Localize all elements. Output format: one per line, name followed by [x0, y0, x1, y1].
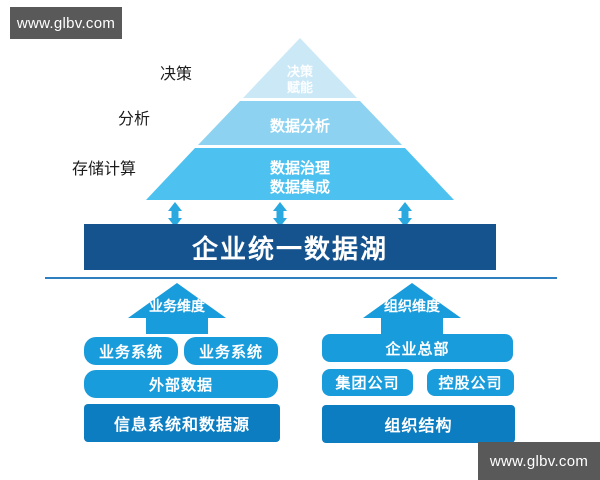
- pyramid-bottom-label-line2: 数据集成: [270, 178, 330, 196]
- pyramid-level-middle: [198, 101, 402, 145]
- pyramid-stage-label-storage-compute: 存储计算: [72, 161, 137, 178]
- pyramid-stage-label-decision: 决策: [160, 66, 193, 83]
- organization-structure-box: 组织结构: [322, 405, 515, 443]
- business-system-box-1: 业务系统: [84, 337, 178, 365]
- business-dimension-arrow: [128, 283, 226, 334]
- enterprise-headquarters-box: 企业总部: [322, 334, 513, 362]
- pyramid-top-label-line2: 赋能: [287, 80, 313, 95]
- divider-line: [45, 277, 557, 279]
- data-lake-bar: 企业统一数据湖: [84, 224, 496, 270]
- pyramid-stage-label-analysis: 分析: [118, 111, 151, 128]
- holding-company-box: 控股公司: [427, 369, 514, 396]
- data-lake-label: 企业统一数据湖: [191, 233, 388, 264]
- watermark-badge-top-left: www.glbv.com: [10, 7, 122, 39]
- business-dimension-label: 业务维度: [149, 298, 206, 314]
- organization-dimension-label: 组织维度: [384, 298, 441, 314]
- pyramid-bottom-label-line1: 数据治理: [270, 159, 330, 177]
- external-data-box: 外部数据: [84, 370, 278, 398]
- organization-dimension-arrow: [363, 283, 461, 334]
- pyramid-level-bottom: [146, 148, 454, 200]
- information-systems-sources-box: 信息系统和数据源: [84, 404, 280, 442]
- pyramid-level-top: [243, 38, 357, 98]
- group-company-box: 集团公司: [322, 369, 413, 396]
- pyramid-top-label-line1: 决策: [287, 64, 314, 79]
- pyramid-middle-label: 数据分析: [270, 117, 330, 135]
- watermark-badge-bottom-right: www.glbv.com: [478, 442, 600, 480]
- business-system-box-2: 业务系统: [184, 337, 278, 365]
